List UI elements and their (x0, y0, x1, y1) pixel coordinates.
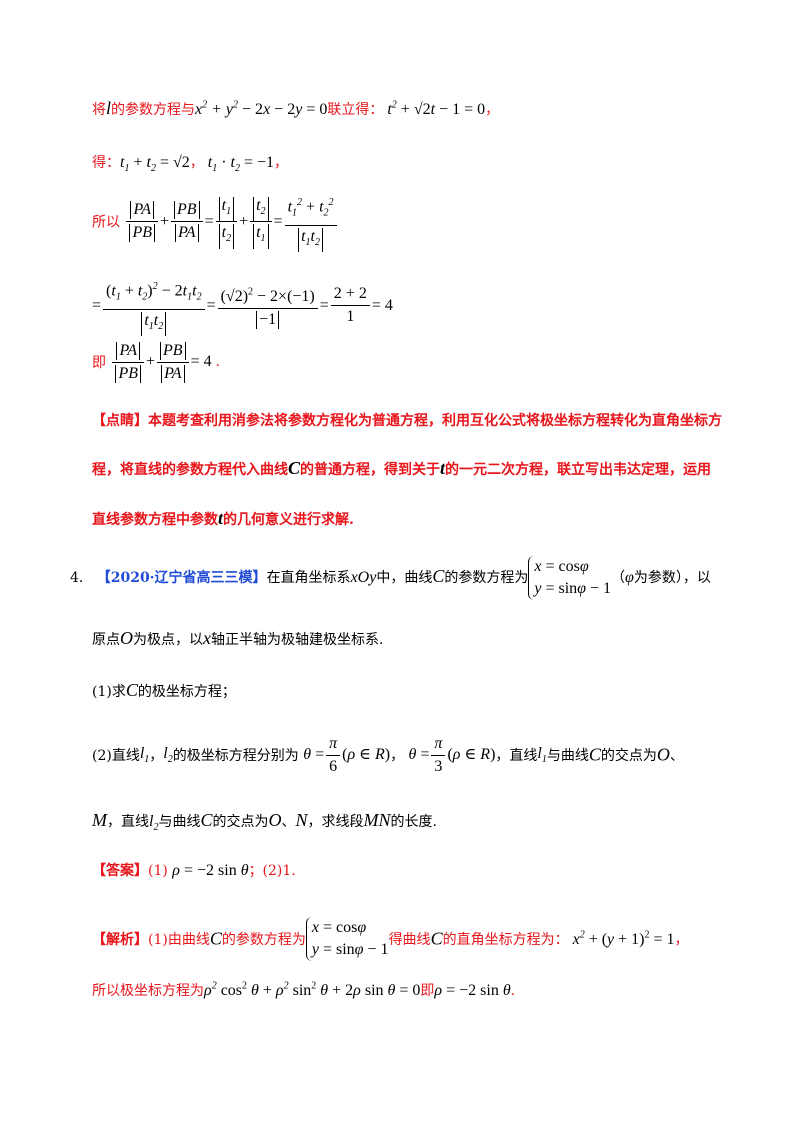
dianjing-para-line1: 【点睛】本题考查利用消参法将参数方程化为普通方程，利用互化公式将极坐标方程转化为… (92, 413, 722, 429)
question-4-part2-line2: M，直线l2与曲线C的交点为O、N，求线段MN的长度. (92, 810, 437, 834)
answer-line: 【答案】(1) ρ = −2 sin θ；(2)1. (92, 862, 296, 879)
math-product-roots: t1 · t2 = −1 (203, 154, 275, 175)
math-quadratic-t: t2 + √2t − 1 = 0 (383, 99, 486, 118)
question-4-stem-line2: 原点O为极点，以x轴正半轴为极轴建极坐标系. (92, 628, 384, 648)
question-4-part1: (1)求C的极坐标方程； (92, 680, 236, 700)
question-source: 【2020·辽宁省高三三模】 (96, 570, 267, 586)
analysis-line2: 所以极坐标方程为ρ2 cos2 θ + ρ2 sin2 θ + 2ρ sin θ… (92, 980, 516, 999)
dianjing-para-line3: 直线参数方程中参数t的几何意义进行求解. (92, 508, 354, 528)
math-cartesian-equation: x2 + (y + 1)2 = 1 (568, 929, 675, 948)
line-joint-equation: 将l的参数方程与x2 + y2 − 2x − 2y = 0联立得： t2 + √… (92, 98, 500, 118)
math-answer-polar: ρ = −2 sin θ (172, 862, 249, 879)
math-l: l (106, 98, 112, 118)
math-polar-derivation: ρ2 cos2 θ + ρ2 sin2 θ + 2ρ sin θ = 0 (204, 980, 421, 999)
math-circle-equation: x2 + y2 − 2x − 2y = 0 (195, 99, 328, 118)
dianjing-para-line2: 程，将直线的参数方程代入曲线C的普通方程，得到关于t的一元二次方程，联立写出韦达… (92, 458, 712, 478)
line-vieta: 得：t1 + t2 = √2， t1 · t2 = −1， (92, 154, 289, 175)
math-sum-roots: t1 + t2 = √2 (120, 154, 190, 175)
